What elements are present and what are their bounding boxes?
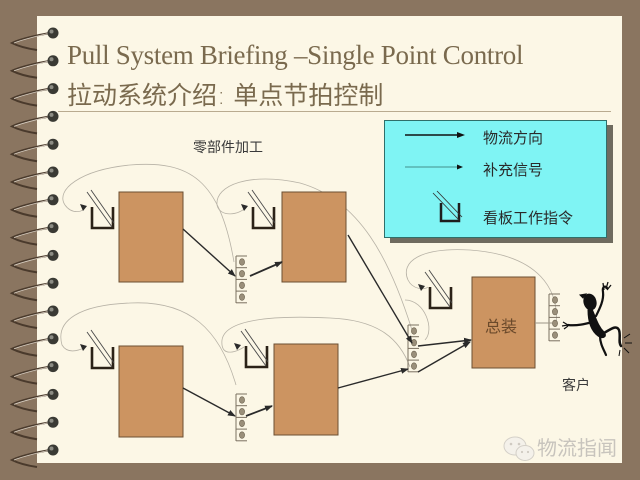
machining-process-box-2[interactable]: [281, 191, 347, 283]
kanban-post-icon: [234, 328, 269, 369]
signal-curve-4: [221, 316, 411, 368]
kanban-post-icon: [80, 329, 115, 370]
signal-curve-3: [60, 302, 237, 386]
spiral-ring: [9, 305, 59, 329]
spiral-ring: [9, 277, 59, 302]
wechat-icon: [503, 436, 535, 461]
thick-arrow-icon: [405, 132, 465, 138]
part-token: [239, 293, 245, 301]
spiral-ring: [9, 249, 59, 274]
spiral-ring: [9, 388, 59, 413]
spiral-ring: [9, 361, 59, 385]
machining-process-box-3[interactable]: [118, 345, 184, 438]
signal-curve-2: [216, 178, 413, 331]
process-boxes: [118, 191, 536, 438]
flow-arrow-8: [417, 341, 471, 373]
part-token: [411, 350, 417, 359]
machining-process-box-1[interactable]: [118, 191, 184, 283]
part-token: [411, 362, 417, 370]
replenishment-signals: [60, 163, 557, 386]
flow-arrow-6: [337, 367, 409, 389]
part-token: [552, 308, 558, 316]
kanban-posts: [80, 189, 453, 370]
legend-label-kanban-instruction: 看板工作指令: [483, 209, 574, 227]
title-divider: [58, 111, 611, 112]
part-token: [239, 281, 245, 290]
part-token: [411, 327, 417, 335]
thin-arrow-icon: [405, 164, 463, 170]
spiral-ring: [9, 444, 59, 468]
supermarket-rack: [235, 393, 247, 442]
watermark-text: 物流指闻: [537, 436, 617, 460]
spiral-ring: [9, 194, 59, 218]
kanban-post-icon: [80, 189, 115, 230]
spiral-ring: [9, 110, 59, 135]
kanban-post-icon: [432, 190, 463, 223]
signal-curve-6: [404, 299, 430, 341]
part-token: [239, 408, 245, 416]
legend-box: 物流方向 补充信号 看板工作指令: [384, 120, 607, 238]
spiral-ring: [9, 27, 59, 51]
flow-arrow-1: [182, 228, 236, 277]
supermarket-racks: [235, 255, 560, 442]
material-flow-arrows: [182, 228, 552, 417]
part-token: [552, 331, 558, 339]
legend-label-material-flow: 物流方向: [483, 129, 544, 147]
flow-arrow-2: [249, 261, 283, 277]
part-token: [239, 258, 245, 266]
signal-curve-1: [62, 163, 235, 263]
kanban-post-icon: [418, 269, 453, 310]
part-token: [239, 419, 245, 428]
signal-curve-5: [406, 249, 557, 328]
customer-label: 客户: [562, 378, 590, 394]
spiral-ring: [9, 333, 59, 357]
part-token: [239, 270, 245, 278]
spiral-ring: [9, 138, 59, 163]
supermarket-rack: [235, 255, 247, 304]
legend-icons: [405, 132, 465, 223]
supermarket-rack: [548, 293, 560, 342]
flow-arrow-3: [347, 234, 413, 344]
part-token: [552, 296, 558, 304]
kanban-post-icon: [241, 189, 276, 230]
parts-machining-label: 零部件加工: [193, 140, 263, 156]
part-token: [239, 396, 245, 404]
legend-label-replenish-signal: 补充信号: [483, 161, 544, 179]
machining-process-box-4[interactable]: [273, 343, 339, 436]
flow-arrow-4: [182, 387, 236, 417]
final-assembly-label: 总装: [485, 317, 518, 336]
slide-title-chinese: 拉动系统介绍: 单点节拍控制: [67, 81, 384, 110]
spiral-ring: [9, 222, 59, 246]
customer-figure-icon: [561, 281, 632, 357]
flow-arrow-5: [245, 405, 273, 417]
part-token: [552, 319, 558, 328]
flow-arrow-7: [417, 337, 472, 347]
spiral-ring: [9, 166, 59, 190]
spiral-ring: [9, 83, 59, 107]
spiral-ring: [9, 416, 59, 441]
slide-title-english: Pull System Briefing –Single Point Contr…: [67, 40, 524, 70]
supermarket-rack: [407, 324, 419, 373]
spiral-ring: [9, 55, 59, 79]
part-token: [239, 431, 245, 439]
